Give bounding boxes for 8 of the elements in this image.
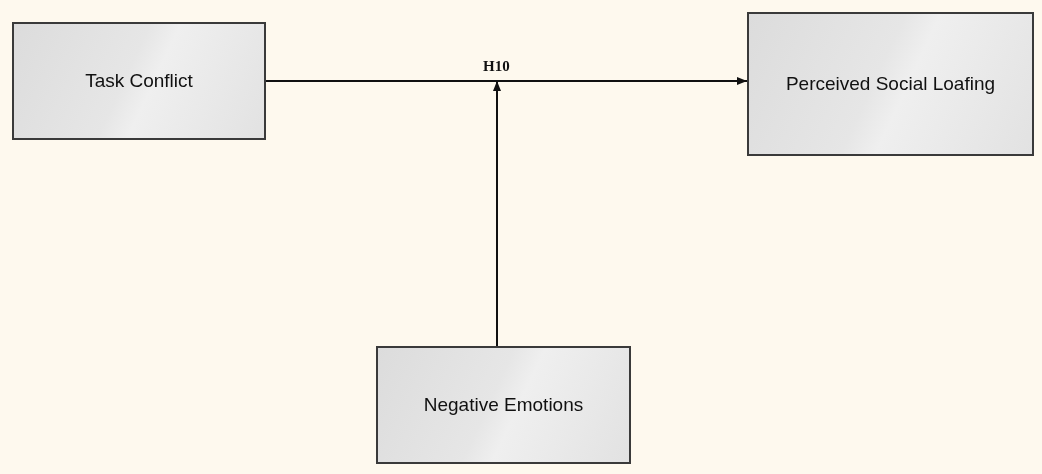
construct-box [12, 22, 266, 140]
node-label: Negative Emotions [423, 394, 584, 416]
construct-box [747, 12, 1034, 156]
node-label: Task Conflict [85, 70, 193, 92]
construct-box [376, 346, 631, 464]
node-label: Perceived Social Loafing [785, 73, 996, 95]
arrow [493, 80, 501, 347]
arrow [265, 77, 748, 85]
